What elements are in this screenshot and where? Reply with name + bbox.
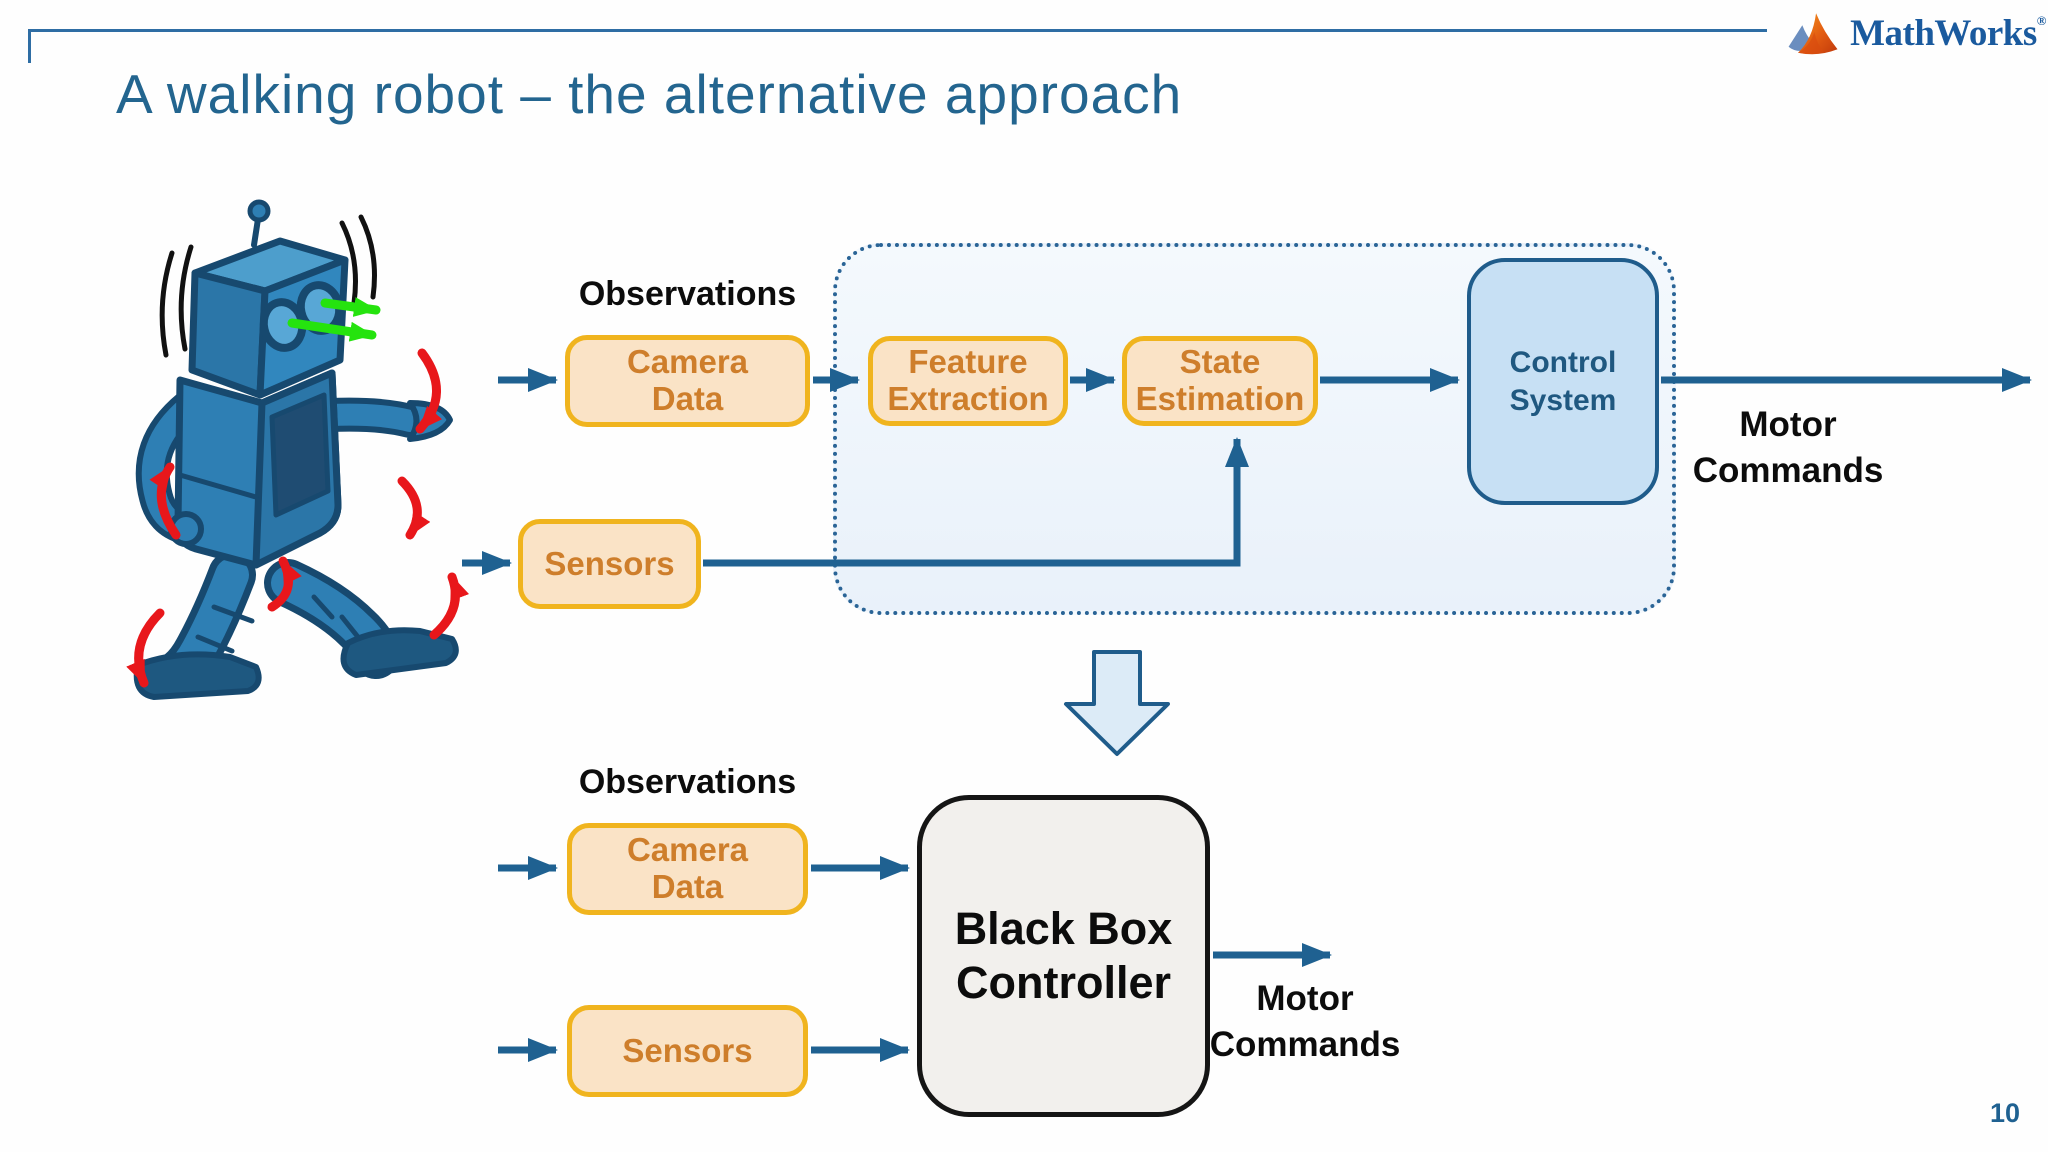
state-line1: State (1179, 343, 1261, 381)
page-title: A walking robot – the alternative approa… (116, 63, 1183, 125)
camera-data-line1: Camera (626, 343, 749, 381)
motor-top-line2: Commands (1692, 450, 1884, 490)
page-number: 10 (1989, 1098, 2021, 1128)
motor-bottom-line1: Motor (1256, 979, 1354, 1018)
black-box-controller: Black Box Controller (917, 795, 1210, 1117)
block-down-arrow (1064, 650, 1170, 756)
leg-seams (195, 594, 361, 654)
camera-bottom-line2: Data (651, 868, 724, 905)
control-line2: System (1509, 383, 1617, 417)
control-system-box: Control System (1467, 258, 1659, 505)
sensors-label-top: Sensors (544, 544, 675, 582)
observations-label-top: Observations (578, 275, 797, 313)
feature-extraction-box: Feature Extraction (868, 336, 1068, 426)
robot-eye-right (296, 281, 344, 335)
motor-top-line1: Motor (1739, 405, 1837, 444)
gaze-arrows (287, 297, 381, 342)
header-rule-tick (28, 29, 31, 63)
mathworks-membrane-icon (1788, 13, 1838, 55)
robot-torso (174, 369, 342, 569)
observations-label-bottom: Observations (578, 763, 797, 801)
state-line2: Estimation (1135, 380, 1305, 417)
camera-bottom-line1: Camera (626, 831, 749, 869)
camera-data-box-bottom: Camera Data (567, 823, 808, 915)
feature-line2: Extraction (887, 380, 1049, 417)
mathworks-logo-text: MathWorks® (1850, 12, 2047, 54)
robot-foot-left (133, 651, 262, 700)
camera-data-box-top: Camera Data (565, 335, 810, 427)
robot-gripper (407, 400, 453, 442)
control-line1: Control (1509, 346, 1617, 379)
feature-line1: Feature (908, 343, 1028, 381)
walking-robot-illustration (126, 199, 470, 700)
sensors-box-top: Sensors (518, 519, 701, 609)
sensors-label-bottom: Sensors (622, 1031, 753, 1069)
motion-arrows (126, 348, 470, 688)
registered-mark: ® (2036, 12, 2047, 28)
blackbox-line2: Controller (955, 957, 1171, 1008)
motor-commands-label-top: Motor Commands (1688, 402, 1888, 493)
robot-screen (269, 392, 331, 518)
state-estimation-box: State Estimation (1122, 336, 1318, 426)
robot-head (191, 237, 349, 295)
robot-antenna (251, 216, 261, 248)
motor-bottom-line2: Commands (1209, 1024, 1401, 1064)
robot-body (133, 199, 459, 700)
sensors-box-bottom: Sensors (567, 1005, 808, 1097)
blackbox-line1: Black Box (954, 903, 1173, 954)
motor-commands-label-bottom: Motor Commands (1205, 976, 1405, 1067)
robot-foot-right (340, 627, 459, 678)
robot-eye-left (259, 298, 307, 352)
camera-data-line2: Data (651, 380, 724, 417)
mathworks-logo: MathWorks® (1786, 6, 2047, 60)
header-rule (28, 29, 1767, 32)
shake-lines (159, 214, 377, 358)
